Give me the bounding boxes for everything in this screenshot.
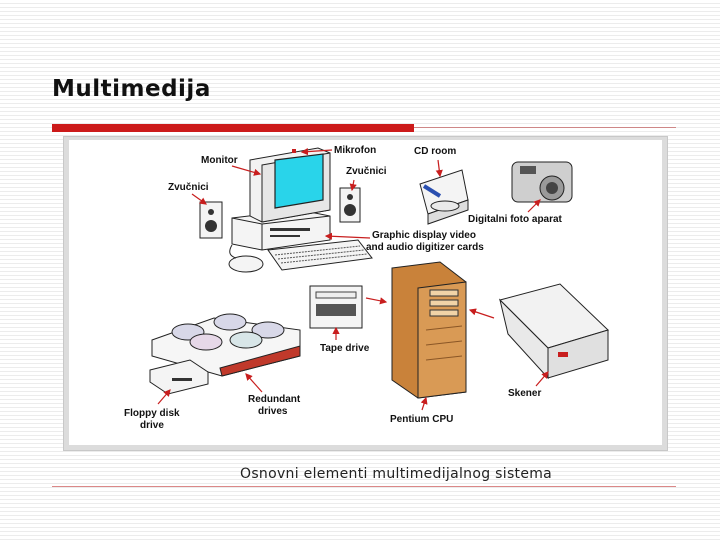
label-monitor: Monitor [201, 155, 238, 166]
cpu-arrow [420, 396, 428, 411]
title-accent-bar [52, 124, 414, 132]
mikrofon-arrow [300, 148, 333, 156]
label-mikrofon: Mikrofon [334, 145, 376, 156]
label-cd-room: CD room [414, 146, 456, 157]
label-floppy-line1: Floppy disk [124, 408, 180, 419]
cd-room-arrow [435, 159, 443, 178]
tape-drive-icon [309, 285, 363, 329]
zvucnici-right-arrow [349, 179, 357, 192]
skener-arrow [535, 371, 549, 387]
cd-rom-icon [419, 169, 469, 225]
monitor-icon [249, 147, 331, 223]
scanner-icon [499, 283, 609, 380]
zvucnici-left-arrow [191, 193, 207, 205]
label-zvucnici-left: Zvučnici [168, 182, 209, 193]
redundant-arrow [245, 373, 263, 393]
title-divider-line [414, 127, 676, 128]
tape-to-cpu-arrow [365, 297, 388, 305]
floppy-arrow [157, 389, 171, 405]
label-digitalni-foto-aparat: Digitalni foto aparat [468, 214, 563, 225]
figure-caption: Osnovni elementi multimedijalnog sistema [240, 466, 553, 482]
scanner-to-cpu-arrow [468, 308, 495, 319]
speaker-left-icon [199, 201, 223, 239]
speaker-right-icon [339, 187, 361, 223]
label-zvucnici-right: Zvučnici [346, 166, 387, 177]
label-floppy-line2: drive [140, 420, 164, 431]
graphic-cards-arrow [324, 232, 371, 240]
label-graphic-line1: Graphic display video [372, 230, 476, 241]
mouse-icon [228, 244, 264, 273]
slide-title: Multimedija [52, 76, 211, 102]
label-tape-drive: Tape drive [320, 343, 370, 354]
label-graphic-line2: and audio digitizer cards [366, 242, 484, 253]
label-redundant-line2: drives [258, 406, 288, 417]
label-skener: Skener [508, 388, 541, 399]
label-pentium-cpu: Pentium CPU [390, 414, 453, 425]
label-redundant-line1: Redundant [248, 394, 301, 405]
monitor-arrow [231, 165, 262, 176]
digital-camera-icon [511, 161, 573, 203]
floppy-drive-icon [149, 359, 209, 395]
cpu-tower-icon [391, 261, 467, 399]
camera-arrow [527, 199, 541, 213]
bottom-divider-line [52, 486, 676, 487]
keyboard-icon [267, 239, 373, 271]
